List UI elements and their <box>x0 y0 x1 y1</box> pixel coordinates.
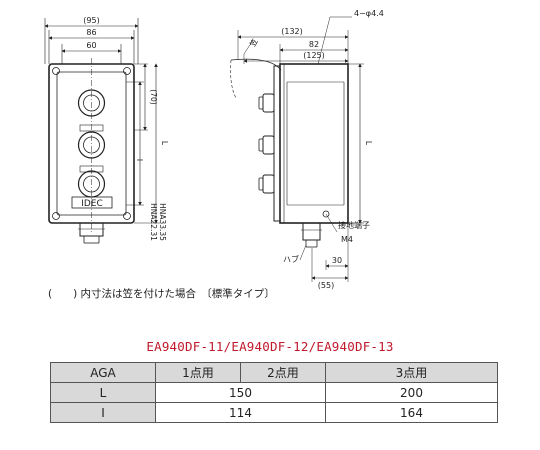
side-button-1 <box>258 93 275 113</box>
table-header-1pt: 1点用 <box>155 362 241 383</box>
front-view <box>44 18 160 244</box>
table-header-2pt: 2点用 <box>240 362 326 383</box>
dim-front-width-86: 86 <box>86 28 96 37</box>
table-cell: 114 <box>155 402 326 423</box>
table-row: L 150 200 <box>50 382 498 403</box>
model-title: EA940DF-11/EA940DF-12/EA940DF-13 <box>146 339 394 354</box>
side-view <box>230 16 364 282</box>
table-row-label: L <box>50 382 156 403</box>
label-ground-terminal: 接地端子 <box>338 220 370 230</box>
side-button-3 <box>258 174 275 194</box>
table-cell: 150 <box>155 382 326 403</box>
dim-side-offset-55: (55) <box>318 281 334 290</box>
table-cell: 164 <box>325 402 498 423</box>
brand-label: IDEC <box>81 199 103 209</box>
table-header-3pt: 3点用 <box>325 362 498 383</box>
label-ground-size: M4 <box>341 235 353 244</box>
conduit-spec-b: HNA33.35 <box>158 203 167 241</box>
table-row: I 114 164 <box>50 402 498 423</box>
dim-front-height-L: L <box>160 141 169 146</box>
dim-side-height-L: L <box>364 141 373 146</box>
label-kasa: 笠 <box>247 36 260 48</box>
table-row-label: I <box>50 402 156 423</box>
dim-side-depth-82: 82 <box>309 40 319 49</box>
dim-front-width-outer: (95) <box>83 16 99 25</box>
table-header-row: AGA 1点用 2点用 3点用 <box>50 362 498 383</box>
dimension-note: ( ) 内寸法は笠を付けた場合 〔標準タイプ〕 <box>48 288 275 300</box>
conduit-spec-a: HNA22.31 <box>149 203 158 241</box>
dim-side-depth-125: (125) <box>303 51 325 60</box>
dim-front-height-70: (70) <box>149 89 158 104</box>
dim-side-offset-30: 30 <box>332 256 342 265</box>
table-cell: 200 <box>325 382 498 403</box>
dim-front-width-60: 60 <box>86 41 96 50</box>
dim-front-height-I: I <box>135 159 144 161</box>
dim-side-holes: 4−φ4.4 <box>354 9 384 18</box>
dim-side-depth-outer: (132) <box>281 27 303 36</box>
spec-table: AGA 1点用 2点用 3点用 L 150 200 I 114 164 <box>50 362 498 423</box>
table-header-aga: AGA <box>50 362 156 383</box>
technical-drawing: (95) 86 60 IDEC (70) I L HNA22.31 HNA33.… <box>44 9 384 290</box>
side-button-2 <box>258 135 275 155</box>
label-hub: ハブ <box>283 254 299 264</box>
